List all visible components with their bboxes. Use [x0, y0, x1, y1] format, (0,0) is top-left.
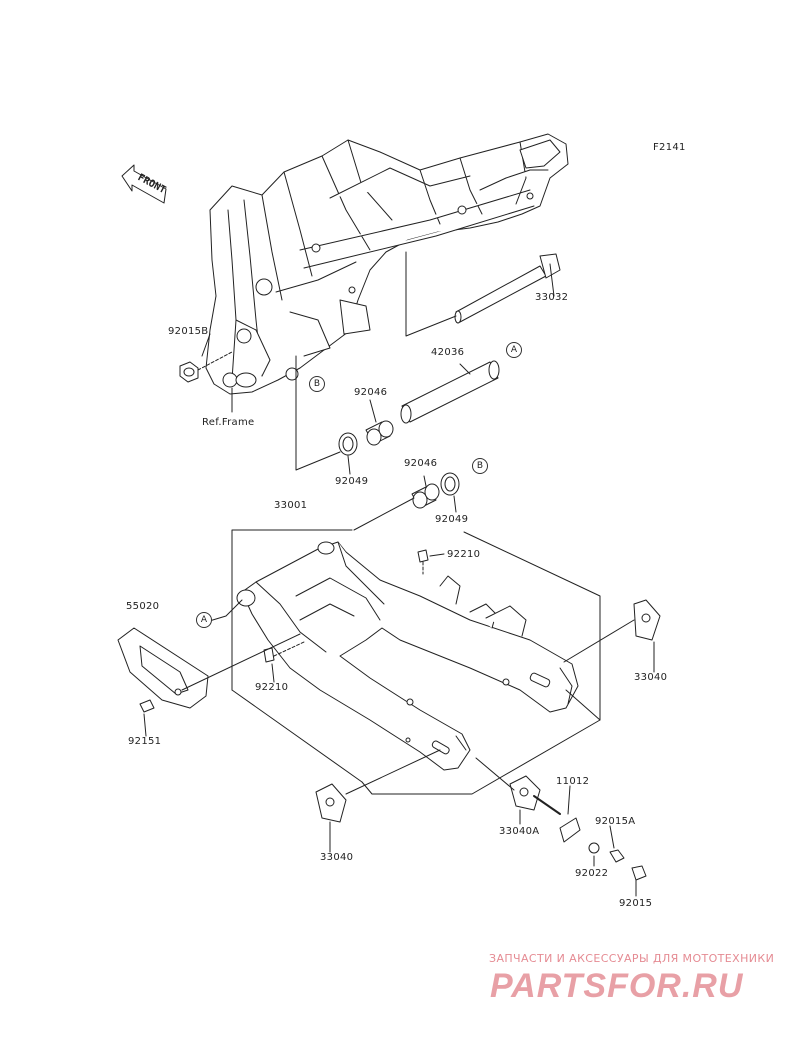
washer-92022	[588, 842, 600, 854]
pivot-shaft-33032	[454, 253, 561, 324]
label-33040a: 33040A	[499, 826, 540, 837]
nut-92015b	[179, 361, 199, 383]
label-33040-bottom: 33040	[320, 852, 354, 863]
grease-nipple-92210-top	[417, 549, 429, 563]
callout-b-mid: B	[472, 458, 488, 474]
callout-a-top: A	[506, 342, 522, 358]
callout-b-top: B	[309, 376, 325, 392]
label-33001: 33001	[274, 500, 308, 511]
label-92049-top: 92049	[335, 476, 369, 487]
adjuster-33040-bottom	[315, 783, 347, 823]
label-92046-top: 92046	[354, 387, 388, 398]
label-92210-top: 92210	[447, 549, 481, 560]
label-92210-left: 92210	[255, 682, 289, 693]
label-92015a: 92015A	[595, 816, 636, 827]
label-92022: 92022	[575, 868, 609, 879]
seal-92049-mid	[440, 472, 460, 496]
label-11012: 11012	[556, 776, 590, 787]
label-92049-mid: 92049	[435, 514, 469, 525]
label-42036: 42036	[431, 347, 465, 358]
figure-code: F2141	[653, 142, 686, 153]
label-55020: 55020	[126, 601, 160, 612]
bearing-92046-mid	[411, 483, 440, 509]
adjuster-33040a	[509, 775, 561, 815]
plate-11012	[559, 817, 581, 843]
ref-frame-label: Ref.Frame	[202, 417, 255, 428]
watermark-logo: PARTSFOR.RU	[490, 967, 744, 1005]
chain-guide-55020	[117, 627, 209, 709]
adjuster-33040-right	[633, 599, 661, 641]
nut-92015a	[609, 849, 625, 863]
bolt-92151	[139, 699, 155, 713]
label-92015: 92015	[619, 898, 653, 909]
label-92046-mid: 92046	[404, 458, 438, 469]
front-arrow-icon: FRONT	[121, 164, 168, 204]
main-frame	[205, 133, 569, 395]
watermark-tagline: ЗАПЧАСТИ И АКСЕССУАРЫ ДЛЯ МОТОТЕХНИКИ	[489, 952, 775, 965]
callout-a-left: A	[196, 612, 212, 628]
nut-92015	[631, 865, 647, 881]
collar-42036	[400, 360, 500, 424]
label-33032: 33032	[535, 292, 569, 303]
label-92015b: 92015B	[168, 326, 209, 337]
seal-92049-top	[338, 432, 358, 456]
swingarm-33001	[236, 541, 579, 771]
label-92151: 92151	[128, 736, 162, 747]
label-33040-right: 33040	[634, 672, 668, 683]
bearing-92046-top	[365, 420, 394, 446]
